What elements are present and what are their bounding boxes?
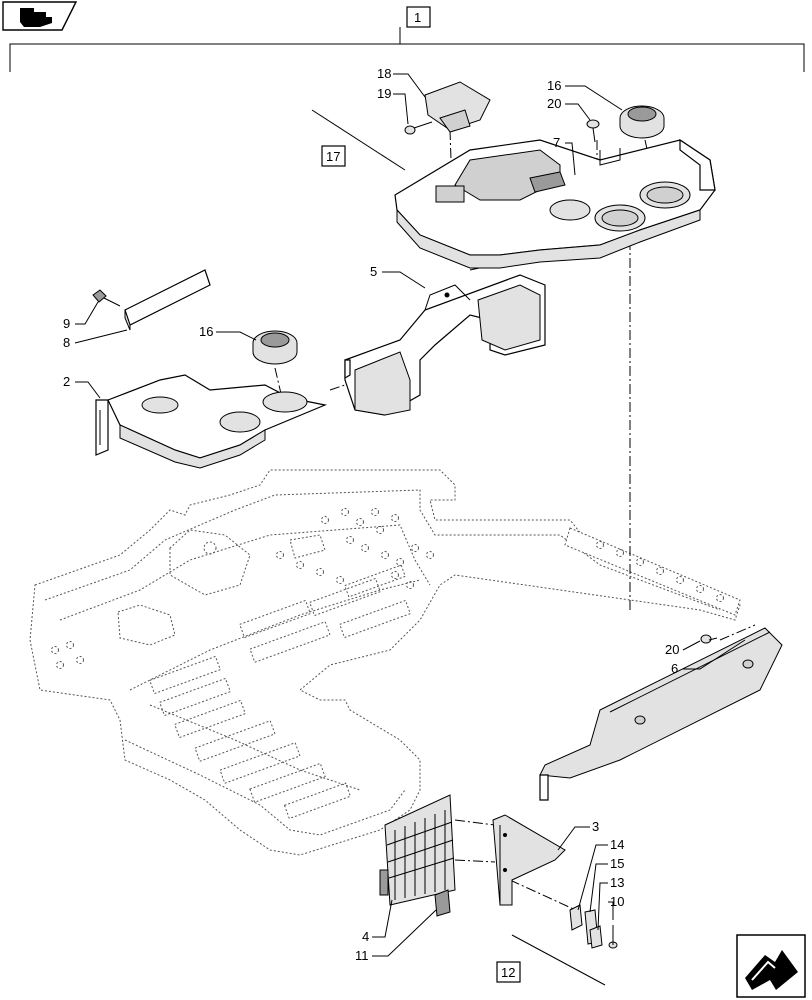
callout-5[interactable]: 5 xyxy=(370,264,377,279)
part-16-cup-insert-bottom[interactable] xyxy=(252,330,298,365)
assembly-bracket: 1 xyxy=(9,6,805,72)
callout-20-bottom[interactable]: 20 xyxy=(665,642,679,657)
callout-18[interactable]: 18 xyxy=(377,66,391,81)
box-12-label: 12 xyxy=(501,965,515,980)
reference-12[interactable]: 12 xyxy=(496,934,606,986)
part-20-push-pin-bottom[interactable] xyxy=(700,634,718,644)
floor-mat xyxy=(29,469,741,856)
callout-2[interactable]: 2 xyxy=(63,374,70,389)
box-1[interactable] xyxy=(406,6,431,28)
part-9-bolt[interactable] xyxy=(92,289,121,307)
box-1-label: 1 xyxy=(414,10,421,25)
reference-17[interactable]: 17 xyxy=(311,109,406,171)
part-14-bracket-small[interactable] xyxy=(569,904,583,931)
part-18-cap[interactable] xyxy=(424,81,491,133)
pointing-hand-icon[interactable] xyxy=(2,1,78,31)
callout-3[interactable]: 3 xyxy=(592,819,599,834)
callout-4[interactable]: 4 xyxy=(362,929,369,944)
callout-labels: 18 19 16 20 7 5 9 8 16 2 20 6 3 14 15 13… xyxy=(63,66,679,963)
callout-10[interactable]: 10 xyxy=(610,894,624,909)
callout-16-top[interactable]: 16 xyxy=(547,78,561,93)
callout-13[interactable]: 13 xyxy=(610,875,624,890)
box-17[interactable] xyxy=(321,145,346,167)
part-8-plate[interactable] xyxy=(124,269,211,331)
part-2-front-console[interactable] xyxy=(95,374,328,469)
callout-20-top[interactable]: 20 xyxy=(547,96,561,111)
part-16-cup-insert-top[interactable] xyxy=(619,105,665,139)
box-12[interactable] xyxy=(496,961,521,983)
part-4-grille-panel[interactable] xyxy=(379,794,456,906)
callout-7[interactable]: 7 xyxy=(553,135,560,150)
part-13-plate-small[interactable] xyxy=(589,925,603,949)
callout-19[interactable]: 19 xyxy=(377,86,391,101)
part-20-push-pin-top[interactable] xyxy=(586,119,600,143)
part-19-screw[interactable] xyxy=(404,121,433,135)
arrow-right-icon[interactable] xyxy=(736,934,806,998)
callout-6[interactable]: 6 xyxy=(671,661,678,676)
part-7-upper-console[interactable] xyxy=(394,138,716,269)
part-11-clip[interactable] xyxy=(434,889,451,917)
leader-lines xyxy=(74,73,746,957)
part-10-screw[interactable] xyxy=(608,925,618,949)
callout-11[interactable]: 11 xyxy=(355,948,369,963)
part-3-bracket[interactable] xyxy=(492,814,566,906)
callout-9[interactable]: 9 xyxy=(63,316,70,331)
box-17-label: 17 xyxy=(326,149,340,164)
part-6-side-panel[interactable] xyxy=(539,627,783,801)
callout-15[interactable]: 15 xyxy=(610,856,624,871)
part-5-center-tray[interactable] xyxy=(344,274,546,416)
callout-16-bottom[interactable]: 16 xyxy=(199,324,213,339)
callout-8[interactable]: 8 xyxy=(63,335,70,350)
callout-14[interactable]: 14 xyxy=(610,837,624,852)
